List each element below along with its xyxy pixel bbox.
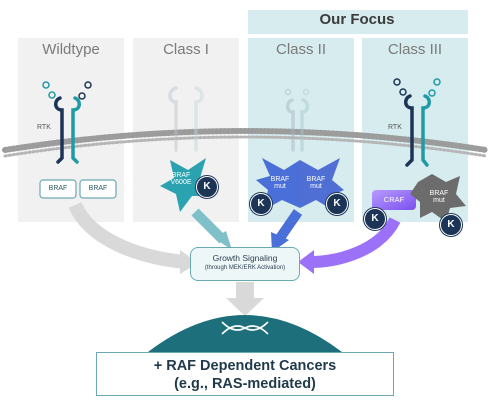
growth-signaling-subtitle: (through MEK/ERK Activation): [204, 265, 286, 271]
craf-label: CRAF: [383, 195, 405, 204]
class3-b2-text: mut: [433, 197, 445, 205]
wildtype-signal-arrowhead: [180, 250, 198, 274]
class2-b1-text: BRAF: [306, 176, 326, 183]
class1-braf-star: [160, 158, 212, 212]
class3-signal-arrow: [309, 216, 401, 268]
growth-signaling-title: Growth Signaling: [212, 253, 278, 263]
focus-header-bg: [248, 10, 468, 34]
class2-a2-text: mut: [274, 183, 286, 191]
kinase-inhibitor-badge-class3-right: K: [440, 214, 462, 236]
our-focus-title: Our Focus: [319, 11, 395, 28]
kinase-inhibitor-badge-class3-left: K: [364, 208, 386, 230]
class3-signal-arrowhead: [298, 250, 314, 274]
column-title-wildtype: Wildtype: [42, 41, 100, 58]
kinase-inhibitor-badge-class2-right: K: [326, 193, 348, 215]
class3-braf-star: [410, 174, 466, 222]
class3-b1-text: BRAF: [429, 190, 449, 197]
craf-box: [372, 190, 416, 210]
class1-mut-text: V600E: [170, 179, 192, 187]
down-arrow: [226, 282, 264, 316]
result-line1: + RAF Dependent Cancers: [153, 358, 337, 374]
class2-braf-label-b: BRAF mut: [302, 176, 330, 191]
class2-a1-text: BRAF: [270, 176, 290, 183]
column-title-class2: Class II: [275, 41, 326, 58]
braf-label-a: BRAF: [48, 185, 68, 192]
rtk-receptor-class2: [284, 88, 310, 152]
class1-braf-text: BRAF: [171, 172, 191, 179]
result-box: + RAF Dependent Cancers (e.g., RAS-media…: [96, 352, 394, 396]
class2-b2-text: mut: [310, 183, 322, 191]
class2-braf-label-a: BRAF mut: [266, 176, 294, 191]
cell-membrane-inner: [3, 135, 488, 158]
class1-signal-arrowhead: [214, 231, 232, 250]
rtk-receptor-class1: [168, 86, 204, 152]
class1-signal-arrow: [191, 208, 227, 244]
kinase-inhibitor-badge-class2-left: K: [250, 193, 272, 215]
class2-signal-arrow: [275, 209, 303, 241]
result-line2: (e.g., RAS-mediated): [174, 376, 316, 392]
growth-signaling-box: Growth Signaling (through MEK/ERK Activa…: [190, 247, 300, 281]
class3-braf-label: BRAF mut: [424, 190, 454, 205]
braf-label-b: BRAF: [88, 185, 108, 192]
class2-braf-star-b: [300, 158, 344, 212]
braf-box-b: [79, 179, 117, 199]
class1-braf-label: BRAF V600E: [166, 172, 196, 187]
kinase-inhibitor-badge-class1: K: [196, 176, 218, 198]
braf-box-a: [39, 179, 77, 199]
column-title-class1: Class I: [163, 41, 209, 58]
wildtype-signal-arrow: [68, 201, 187, 269]
rtk-label-right: RTK: [388, 124, 402, 131]
rtk-label-left: RTK: [37, 124, 51, 131]
rtk-receptor-class3: [393, 78, 441, 167]
dna-icon: [221, 321, 269, 335]
cell-membrane: [2, 128, 489, 153]
dna-mound: [148, 315, 342, 352]
rtk-receptor-wildtype: [42, 81, 92, 164]
column-title-class3: Class III: [387, 41, 443, 58]
